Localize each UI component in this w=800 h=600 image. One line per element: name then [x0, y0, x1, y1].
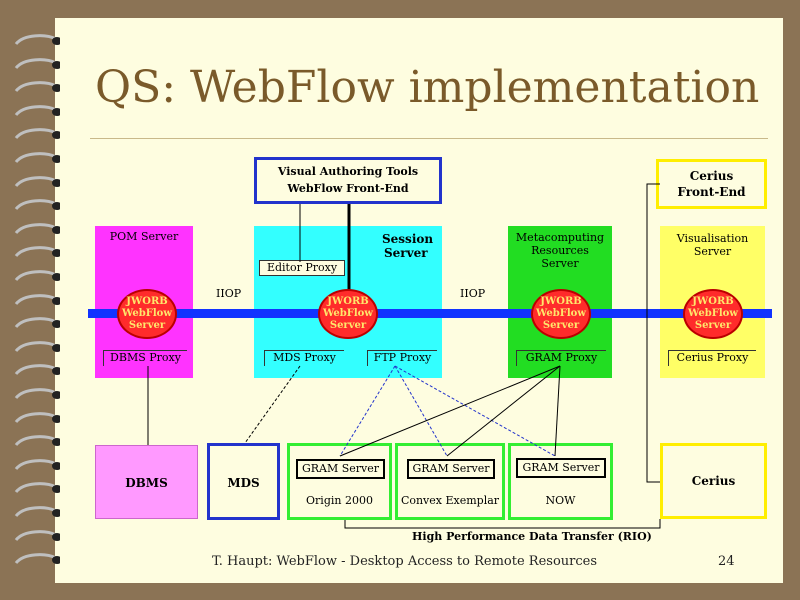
dbms-proxy: DBMS Proxy [103, 350, 187, 366]
spiral-ring [14, 435, 60, 447]
iiop-bus [88, 309, 772, 318]
gram-convex-box: GRAM Server Convex Exemplar [395, 443, 505, 520]
page-number: 24 [718, 554, 735, 569]
spiral-ring [14, 175, 60, 187]
iiop-label-left: IIOP [216, 287, 242, 300]
spiral-ring [14, 128, 60, 140]
spiral-ring [14, 459, 60, 470]
mds-label: MDS [227, 476, 260, 490]
ftp-link-1 [339, 365, 396, 457]
meta-title3: Server [541, 257, 579, 270]
spiral-ring [14, 529, 60, 541]
gram-origin-box: GRAM Server Origin 2000 [287, 443, 392, 520]
gram-proxy: GRAM Proxy [516, 350, 606, 366]
convex-label: Convex Exemplar [400, 494, 500, 507]
spiral-ring [14, 223, 60, 234]
gram-link-1 [339, 365, 561, 457]
gram-now-box: GRAM Server NOW [508, 443, 613, 520]
slide-title: QS: WebFlow implementation [95, 62, 760, 113]
spiral-ring [14, 388, 60, 400]
slide-footer: T. Haupt: WebFlow - Desktop Access to Re… [212, 554, 598, 569]
gram-link-2 [446, 365, 561, 457]
jworb-meta: JWORB WebFlow Server [531, 289, 591, 339]
ftp-link-3 [394, 365, 556, 457]
spiral-ring [14, 57, 60, 69]
session-title2: Server [384, 246, 428, 260]
dbms-label: DBMS [125, 476, 168, 490]
hpdt-bracket [344, 519, 661, 529]
origin-label: Origin 2000 [306, 494, 373, 507]
cerius-label: Cerius [691, 474, 736, 488]
spiral-ring [14, 270, 60, 282]
spiral-ring [14, 411, 60, 423]
spiral-ring [14, 506, 60, 518]
title-rule [90, 138, 768, 139]
cerius-proxy: Cerius Proxy [668, 350, 756, 366]
session-title1: Session [382, 232, 434, 246]
visual-authoring-tools-box: Visual Authoring Tools WebFlow Front-End [254, 157, 442, 204]
gram-server-3: GRAM Server [516, 458, 606, 478]
mds-box: MDS [207, 443, 280, 520]
spiral-ring [14, 482, 60, 494]
spiral-ring [14, 34, 60, 46]
spiral-ring [14, 105, 60, 116]
spiral-ring [14, 553, 60, 565]
meta-title2: Resources [531, 244, 589, 257]
cerius-frontend-box: Cerius Front-End [656, 159, 767, 209]
vis-title1: Visualisation [676, 232, 749, 245]
spiral-ring [14, 199, 60, 211]
meta-title1: Metacomputing [515, 231, 605, 244]
ftp-proxy: FTP Proxy [367, 350, 437, 366]
spiral-ring [14, 81, 60, 93]
gram-server-1: GRAM Server [296, 459, 385, 479]
mds-proxy: MDS Proxy [264, 350, 344, 366]
editor-proxy: Editor Proxy [259, 260, 345, 276]
vis-title2: Server [693, 245, 732, 258]
spiral-ring [14, 317, 60, 329]
cerius-fe-line1: Cerius [689, 169, 734, 183]
dbms-box: DBMS [95, 445, 198, 519]
spiral-ring [14, 364, 60, 376]
now-label: NOW [545, 494, 576, 507]
ftp-link-2 [394, 365, 448, 457]
gram-link-3 [554, 365, 561, 457]
gram-server-2: GRAM Server [407, 459, 495, 479]
spiral-ring [14, 246, 60, 258]
jworb-pom: JWORB WebFlow Server [117, 289, 177, 339]
jworb-vis: JWORB WebFlow Server [683, 289, 743, 339]
iiop-label-right: IIOP [460, 287, 486, 300]
cerius-fe-line2: Front-End [677, 185, 746, 199]
spiral-ring [14, 152, 60, 164]
spiral-ring [14, 293, 60, 305]
vat-line1: Visual Authoring Tools [277, 165, 419, 178]
cerius-bracket [646, 183, 660, 483]
jworb-session: JWORB WebFlow Server [318, 289, 378, 339]
vat-line2: WebFlow Front-End [287, 182, 409, 195]
mds-link [244, 365, 301, 444]
spiral-ring [14, 341, 60, 352]
pom-server-title: POM Server [109, 230, 179, 243]
cerius-box: Cerius [660, 443, 767, 519]
hpdt-label: High Performance Data Transfer (RIO) [412, 530, 652, 543]
